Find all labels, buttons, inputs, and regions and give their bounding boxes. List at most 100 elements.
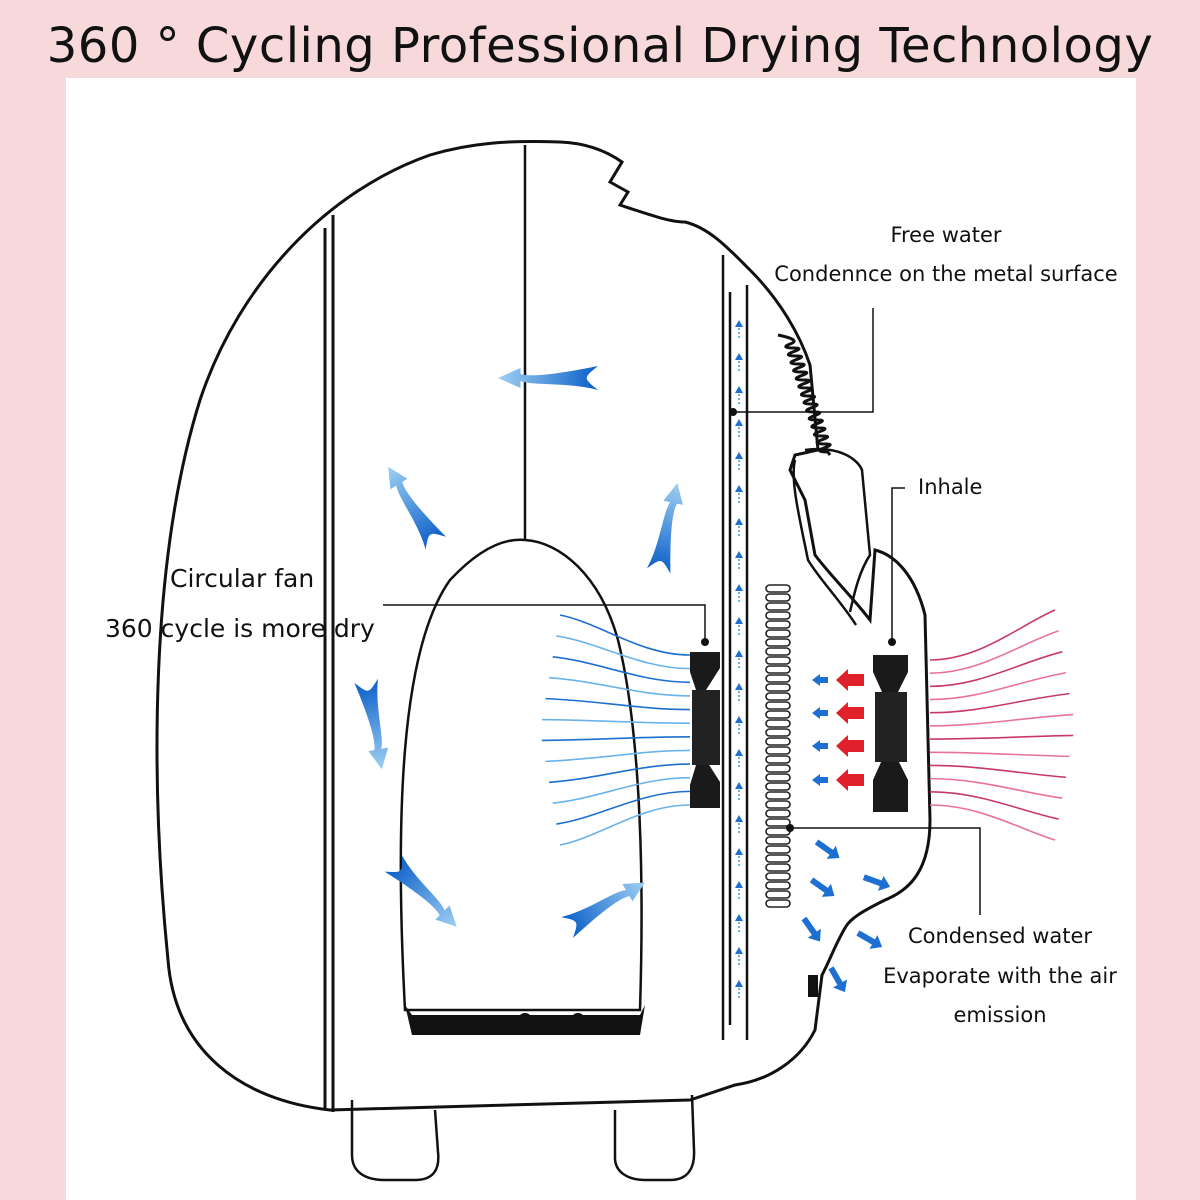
page-title: 360 ° Cycling Professional Drying Techno…: [46, 18, 1154, 74]
label-inhale: Inhale: [918, 475, 982, 499]
base-bump-1: [463, 1016, 477, 1030]
red-arrow: [836, 702, 864, 724]
exhaust-arrow: [801, 916, 821, 942]
label-condense: Condennce on the metal surface: [774, 262, 1117, 286]
droplet: [735, 518, 743, 525]
condenser-coil: [765, 584, 791, 908]
exhaust-arrow: [862, 874, 891, 891]
left-fan: [690, 652, 720, 808]
exhaust-arrow-shape: [814, 839, 840, 859]
swoosh-shape: [646, 482, 683, 574]
droplet: [735, 980, 743, 987]
label-condensed-water: Condensed water: [908, 924, 1092, 948]
airflow-line: [556, 790, 691, 825]
airflow-line: [559, 614, 691, 656]
side-vent: [808, 975, 818, 997]
exhaust-arrow-shape: [828, 966, 847, 993]
coil-loop: [765, 746, 791, 755]
label-fan-cycle: 360 cycle is more dry: [105, 614, 375, 643]
airflow-line: [929, 751, 1070, 758]
droplet: [735, 419, 743, 426]
coil-loop: [765, 611, 791, 620]
exhaust-arrow: [856, 930, 883, 949]
coil-loop: [765, 710, 791, 719]
dryer-outer-shell: [155, 139, 932, 1112]
droplet: [735, 617, 743, 624]
coil-loop: [765, 728, 791, 737]
left-foot: [350, 1100, 440, 1182]
airflow-line: [929, 713, 1074, 727]
droplet: [735, 782, 743, 789]
swoosh-arrow: [388, 466, 447, 550]
red-arrow: [836, 735, 864, 757]
leader-free-water: [733, 308, 874, 413]
red-arrow: [836, 769, 864, 791]
droplet: [735, 848, 743, 855]
coil-loop: [765, 791, 791, 800]
coil-loop: [765, 818, 791, 827]
swoosh-arrow: [384, 854, 457, 927]
coil-loop: [765, 836, 791, 845]
airflow-line: [929, 804, 1056, 841]
right-foot: [613, 1094, 696, 1182]
coil-loop: [765, 674, 791, 683]
airflow-lines-right: [929, 609, 1074, 841]
coil-loop: [765, 692, 791, 701]
blue-arrow: [812, 774, 828, 786]
coil-loop: [765, 800, 791, 809]
droplet: [735, 551, 743, 558]
coil-loop: [765, 737, 791, 746]
label-free-water: Free water: [890, 223, 1001, 247]
swoosh-shape: [561, 882, 645, 938]
coil-loop: [765, 638, 791, 647]
airflow-line: [929, 630, 1059, 674]
coil-loop: [765, 755, 791, 764]
droplet: [735, 947, 743, 954]
inner-garment-form: [399, 538, 643, 1012]
coil-loop: [765, 782, 791, 791]
coil-loop: [765, 593, 791, 602]
airflow-line: [929, 671, 1067, 701]
coil-loop: [765, 602, 791, 611]
base-bump-2: [518, 1013, 532, 1027]
swoosh-shape: [384, 854, 457, 927]
coil-loop: [765, 872, 791, 881]
airflow-line: [929, 764, 1066, 779]
droplet: [735, 881, 743, 888]
airflow-line: [545, 697, 691, 711]
coil-loop: [765, 863, 791, 872]
droplet: [735, 716, 743, 723]
droplet: [735, 386, 743, 393]
label-circular-fan: Circular fan: [170, 564, 314, 593]
label-evaporate: Evaporate with the air: [883, 964, 1117, 988]
handle: [792, 447, 872, 626]
coil-loop: [765, 890, 791, 899]
exhaust-arrow-shape: [856, 930, 883, 949]
coil-loop: [765, 584, 791, 593]
coil-loop: [765, 701, 791, 710]
circulation-arrows: [354, 366, 683, 938]
swoosh-shape: [388, 466, 447, 550]
coil-loop: [765, 845, 791, 854]
exhaust-arrow-shape: [862, 874, 891, 891]
water-droplets: [735, 320, 743, 998]
base-bump-3: [571, 1013, 585, 1027]
swoosh-arrow: [646, 482, 683, 574]
droplet: [735, 749, 743, 756]
airflow-line: [929, 692, 1070, 714]
coil-loop: [765, 764, 791, 773]
leader-circular-fan: [383, 604, 706, 640]
coil-loop: [765, 683, 791, 692]
leader-free-water-dot: [729, 408, 737, 416]
blue-arrow: [812, 674, 828, 686]
right-fan: [873, 655, 908, 812]
exhaust-arrow-shape: [809, 877, 835, 897]
coil-loop: [765, 620, 791, 629]
swoosh-arrow: [498, 366, 598, 390]
leader-inhale: [891, 487, 905, 640]
exhaust-arrow: [814, 839, 840, 859]
exhaust-arrow: [828, 966, 847, 993]
airflow-line: [552, 656, 691, 684]
airflow-line: [929, 791, 1059, 820]
